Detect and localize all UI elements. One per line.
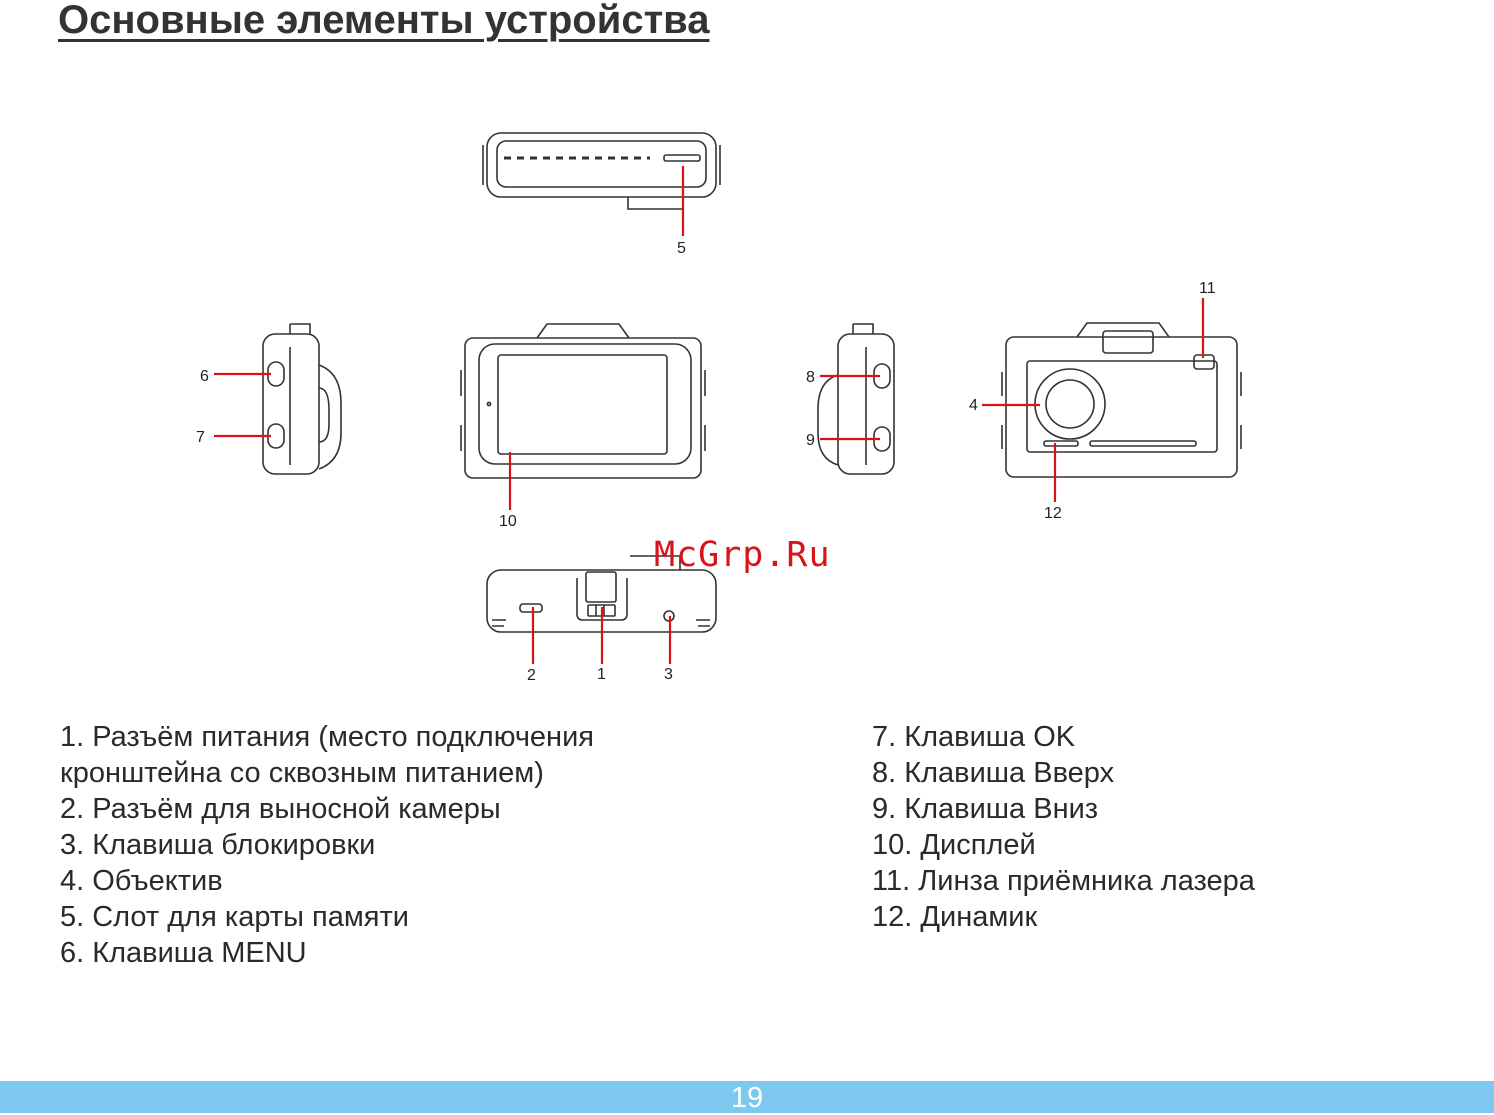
legend-item: 4. Объектив — [60, 865, 223, 897]
callout-12: 12 — [1044, 505, 1062, 522]
callout-10: 10 — [499, 513, 517, 530]
legend-item: 12. Динамик — [872, 901, 1038, 933]
bottom-view — [486, 555, 717, 633]
legend-list-left: 1. Разъём питания (место подключения кро… — [60, 719, 594, 971]
callout-4: 4 — [969, 397, 978, 414]
callout-11: 11 — [1199, 280, 1216, 297]
front-view — [460, 323, 706, 479]
callout-lines — [214, 166, 1205, 664]
callout-2: 2 — [527, 667, 536, 684]
legend-item: 2. Разъём для выносной камеры — [60, 793, 501, 825]
callout-7: 7 — [196, 429, 205, 446]
legend-item: кронштейна со сквозным питанием) — [60, 757, 544, 789]
legend-item: 11. Линза приёмника лазера — [872, 865, 1255, 897]
top-view — [482, 132, 721, 210]
page-number: 19 — [730, 1082, 764, 1114]
legend-list-right: 7. Клавиша OK 8. Клавиша Вверх 9. Клавиш… — [872, 719, 1255, 935]
callout-9: 9 — [806, 432, 815, 449]
watermark: McGrp.Ru — [654, 535, 831, 575]
callout-1: 1 — [597, 666, 606, 683]
legend-item: 6. Клавиша MENU — [60, 937, 307, 969]
left-side-view — [262, 323, 342, 475]
legend-item: 7. Клавиша OK — [872, 721, 1076, 753]
device-diagram: 5 6 7 10 8 9 4 11 12 2 1 3 — [196, 132, 1242, 684]
callout-6: 6 — [200, 368, 209, 385]
legend-item: 3. Клавиша блокировки — [60, 829, 376, 861]
legend-item: 9. Клавиша Вниз — [872, 793, 1099, 825]
right-side-view — [817, 323, 895, 475]
callout-5: 5 — [677, 240, 686, 257]
page-title: Основные элементы устройства — [58, 0, 710, 42]
legend-item: 8. Клавиша Вверх — [872, 757, 1115, 789]
callout-3: 3 — [664, 666, 673, 683]
legend-item: 10. Дисплей — [872, 829, 1036, 861]
page-footer: 19 — [0, 1081, 1494, 1114]
legend-item: 5. Слот для карты памяти — [60, 901, 409, 933]
legend-item: 1. Разъём питания (место подключения — [60, 721, 594, 753]
back-view — [1001, 322, 1242, 478]
callout-8: 8 — [806, 369, 815, 386]
